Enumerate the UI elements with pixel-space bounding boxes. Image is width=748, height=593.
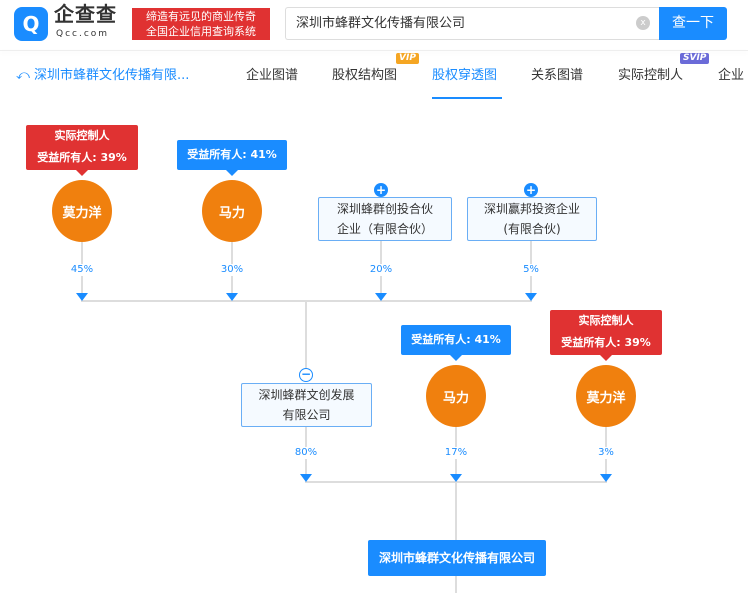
slogan-banner: 缔造有远见的商业传奇全国企业信用查询系统 [132, 8, 270, 40]
arrow-down-icon [525, 293, 537, 301]
arrow-down-icon [600, 474, 612, 482]
person-node[interactable]: 马力 [202, 180, 262, 242]
company-name-line: 企业（有限合伙） [336, 222, 433, 236]
tab-enterprise-graph[interactable]: 企业图谱 [246, 68, 299, 83]
company-node[interactable]: 深圳蜂群文创发展有限公司 [241, 383, 372, 427]
company-node[interactable]: 深圳赢邦投资企业 (有限合伙) [467, 197, 597, 241]
target-company-node[interactable]: 深圳市蜂群文化传播有限公司 [368, 540, 546, 576]
arrow-down-icon [226, 293, 238, 301]
back-arrow-icon: ⤺ [16, 68, 35, 83]
arrow-down-icon [76, 293, 88, 301]
equity-percent: 80% [286, 447, 326, 459]
tab-equity-structure[interactable]: 股权结构图 [332, 68, 398, 83]
tab-relation-graph[interactable]: 关系图谱 [531, 68, 584, 83]
search-input[interactable]: 深圳市蜂群文化传播有限公司 [285, 7, 659, 40]
equity-percent: 45% [62, 264, 102, 276]
company-node[interactable]: 深圳蜂群创投合伙企业（有限合伙） [318, 197, 452, 241]
arrow-down-icon [300, 474, 312, 482]
back-link[interactable]: ⤺ 深圳市蜂群文化传播有限... [16, 68, 189, 84]
logo-name: 企查查 [54, 2, 117, 26]
tab-actual-controller[interactable]: 实际控制人 [618, 68, 684, 83]
tag-line: 受益所有人: 39% [37, 151, 127, 164]
active-tab-indicator [432, 97, 502, 99]
company-name-line: 深圳赢邦投资企业 [483, 202, 580, 216]
equity-percent: 30% [212, 264, 252, 276]
person-node[interactable]: 马力 [426, 365, 486, 427]
equity-percent: 5% [511, 264, 551, 276]
controller-tag: 实际控制人受益所有人: 39% [550, 310, 662, 361]
arrow-down-icon [375, 293, 387, 301]
company-name-line: 深圳蜂群创投合伙 [336, 202, 433, 216]
beneficiary-tag: 受益所有人: 41% [401, 325, 511, 361]
controller-tag: 实际控制人受益所有人: 39% [26, 125, 138, 176]
svip-badge: SVIP [680, 53, 710, 64]
person-node[interactable]: 莫力洋 [576, 365, 636, 427]
expand-icon[interactable]: + [374, 183, 388, 197]
company-name-line: 有限公司 [282, 408, 331, 422]
company-name-line: 深圳蜂群文创发展 [258, 388, 355, 402]
tag-line: 实际控制人 [54, 129, 110, 142]
tag-line: 受益所有人: 39% [561, 336, 651, 349]
slogan-line: 全国企业信用查询系统 [146, 25, 256, 38]
edge-line [455, 481, 457, 593]
beneficiary-tag: 受益所有人: 41% [177, 140, 287, 176]
slogan-line: 缔造有远见的商业传奇 [146, 10, 256, 23]
tag-line: 实际控制人 [578, 314, 634, 327]
logo-icon[interactable]: Q [14, 7, 48, 41]
collapse-icon[interactable]: − [299, 367, 313, 382]
company-name-line: (有限合伙) [503, 222, 561, 236]
equity-percent: 17% [436, 447, 476, 459]
equity-percent: 20% [361, 264, 401, 276]
header-divider [0, 50, 748, 51]
tab-equity-penetration[interactable]: 股权穿透图 [432, 68, 498, 83]
equity-percent: 3% [586, 447, 626, 459]
logo-domain: Qcc.com [56, 29, 110, 39]
clear-icon[interactable]: x [636, 16, 650, 30]
person-node[interactable]: 莫力洋 [52, 180, 112, 242]
tab-enterprise-more[interactable]: 企业 [718, 68, 745, 83]
vip-badge: VIP [396, 53, 419, 64]
arrow-down-icon [450, 474, 462, 482]
edge-line [305, 300, 307, 368]
expand-icon[interactable]: + [524, 183, 538, 197]
search-button[interactable]: 查一下 [659, 7, 727, 40]
back-label: 深圳市蜂群文化传播有限... [34, 68, 190, 83]
